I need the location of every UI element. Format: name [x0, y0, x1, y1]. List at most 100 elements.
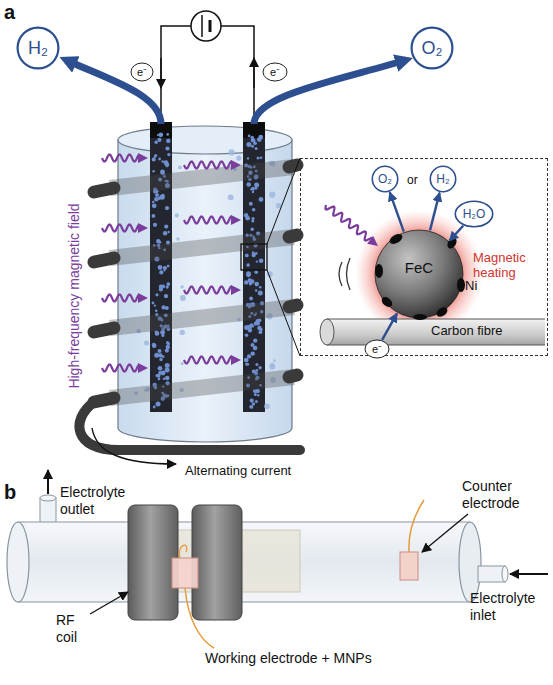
coil-turn: [289, 375, 297, 377]
rf-coil-ring: [128, 505, 178, 620]
nanoparticle-dot: [158, 378, 161, 381]
part-label: RF coil: [56, 612, 96, 646]
nanoparticle-dot: [246, 263, 250, 267]
gas-arrow: [66, 60, 161, 124]
electrode-cap: [150, 122, 172, 138]
nanoparticle-dot: [165, 206, 169, 210]
nanoparticle-dot: [246, 271, 251, 276]
bubble: [228, 194, 234, 200]
nanoparticle-dot: [152, 344, 157, 349]
nanoparticle-dot: [158, 349, 162, 353]
nanoparticle-dot: [161, 160, 163, 162]
inlet-pipe-end: [502, 566, 508, 582]
gas-bubble: H₂: [429, 165, 457, 193]
nanoparticle-dot: [256, 319, 260, 323]
nanoparticle-dot: [159, 358, 162, 361]
nanoparticle-dot: [157, 134, 159, 136]
nanoparticle-dot: [247, 354, 251, 358]
nanoparticle-dot: [252, 253, 256, 257]
node-text: Magnetic heating: [473, 251, 545, 281]
node-text: H₂: [436, 173, 449, 185]
nanoparticle-dot: [254, 182, 259, 187]
nanoparticle-dot: [251, 343, 255, 347]
leader-arrow: [90, 592, 128, 614]
nanoparticle-dot: [155, 310, 158, 313]
connector-word: or: [407, 173, 418, 187]
coil-band: [110, 377, 294, 398]
bubble: [180, 295, 186, 301]
nanoparticle-dot: [254, 393, 257, 396]
part-label: Electrolyte inlet: [470, 590, 550, 624]
nanoparticle-dot: [247, 273, 251, 277]
nickel-dot: [435, 305, 449, 318]
zoom-line: [267, 158, 300, 244]
nanoparticle-dot: [251, 145, 254, 148]
node-outline: [18, 28, 59, 69]
electrode-wire: [409, 500, 424, 552]
magnetic-wave: [326, 205, 373, 241]
nanoparticle-dot: [252, 369, 256, 373]
zoom-line: [267, 270, 300, 356]
nanoparticle-dot: [253, 141, 257, 145]
nanoparticle-dot: [165, 363, 170, 368]
nanoparticle-dot: [164, 225, 168, 229]
nanoparticle-dot: [244, 358, 249, 363]
nanoparticle-dot: [255, 400, 258, 403]
electron-symbol: e⁻: [262, 62, 288, 82]
nanoparticle-dot: [253, 338, 257, 342]
nanoparticle-dot: [154, 197, 158, 201]
current-arrow: [92, 428, 176, 464]
working-electrode: [172, 558, 198, 588]
nanoparticle-dot: [255, 147, 258, 150]
nanoparticle-dot: [153, 223, 157, 227]
vibration-arc: [339, 262, 342, 286]
nanoparticle-dot: [167, 231, 169, 233]
nanoparticle-dot: [164, 160, 169, 165]
particle-core: [375, 230, 463, 318]
reaction-arrow: [390, 192, 404, 231]
nanoparticle-dot: [256, 389, 260, 393]
nanoparticle-dot: [246, 363, 249, 366]
bubble: [144, 341, 149, 346]
panel-letter: a: [4, 0, 15, 24]
nanoparticle-dot: [165, 349, 169, 353]
bubble: [180, 330, 185, 335]
nanoparticle-dot: [152, 158, 156, 162]
counter-electrode: [400, 552, 418, 580]
node-outline: [365, 340, 389, 358]
nickel-dot: [413, 314, 427, 320]
node-outline: [372, 166, 397, 191]
nanoparticle-dot: [250, 323, 253, 326]
magnetic-wave: [184, 217, 232, 224]
magnetic-nanoparticle: FeCNi: [374, 229, 464, 319]
nanoparticle-dot: [256, 389, 260, 393]
bubble: [236, 156, 241, 161]
node-outline: [263, 63, 287, 81]
nanoparticle-dot: [157, 138, 161, 142]
nanoparticle-dot: [246, 182, 251, 187]
water-molecule: H₂O: [454, 200, 494, 228]
nanoparticle-dot: [252, 208, 256, 212]
nanoparticle-dot: [156, 239, 160, 243]
node-text: e⁻: [270, 67, 280, 78]
nanoparticle-dot: [166, 282, 170, 286]
gas-arrow: [254, 60, 406, 124]
nanoparticle-dot: [162, 305, 166, 309]
nanoparticle-dot: [158, 158, 161, 161]
nanoparticle-dot: [259, 258, 264, 263]
bubble: [269, 192, 275, 198]
flow-arrow: [510, 573, 548, 575]
zoom-inset: Magnetic heatingO₂H₂H₂OFeCNiCarbon fibre…: [300, 158, 548, 356]
power-supply: [191, 11, 221, 41]
battery-plate: [209, 20, 212, 32]
nanoparticle-dot: [254, 270, 258, 274]
nanoparticle-dot: [250, 188, 252, 190]
electron-arrow: [253, 58, 255, 88]
magnetic-wave: [184, 357, 232, 364]
coil-turn: [94, 328, 114, 332]
flow-tube: [18, 522, 470, 602]
electrode-wire: [179, 545, 186, 558]
nanoparticle-dot: [154, 140, 158, 144]
nanoparticle-dot: [152, 170, 154, 172]
cell-top: [118, 126, 292, 154]
